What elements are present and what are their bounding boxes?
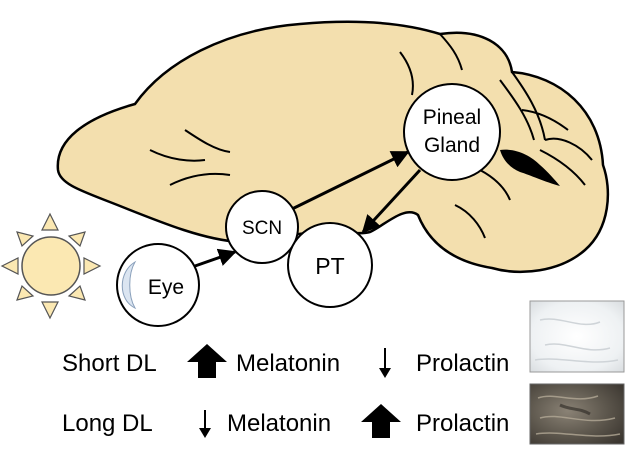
- pt-label: PT: [315, 253, 344, 279]
- short-dl-label: Short DL: [62, 350, 157, 377]
- small-down-arrow-icon: [199, 410, 211, 438]
- legend-long-dl: Long DL Melatonin Prolactin: [62, 404, 509, 438]
- arrow-pineal-to-pt: [361, 168, 422, 234]
- small-down-arrow-icon: [379, 348, 391, 378]
- sun-icon: [0, 212, 102, 320]
- ventricle: [500, 149, 560, 186]
- pineal-label-line1: Pineal: [423, 106, 481, 129]
- large-up-arrow-icon: [187, 344, 227, 378]
- long-dl-label: Long DL: [62, 410, 153, 437]
- pt-node: PT: [287, 222, 373, 308]
- short-melatonin-label: Melatonin: [236, 350, 340, 377]
- scn-node: SCN: [225, 190, 299, 264]
- eye-node: Eye: [116, 243, 200, 327]
- eye-label: Eye: [148, 276, 184, 299]
- pathway-arrows: [194, 150, 422, 268]
- eye-crescent-icon: [121, 260, 137, 310]
- dark-fur-photo: [529, 383, 625, 445]
- scn-label: SCN: [242, 218, 282, 239]
- white-fur-photo: [529, 300, 625, 373]
- pineal-label-line2: Gland: [424, 134, 480, 157]
- arrow-eye-to-scn: [194, 248, 237, 268]
- long-prolactin-label: Prolactin: [416, 410, 509, 437]
- long-melatonin-label: Melatonin: [227, 410, 331, 437]
- gyri-lines: [149, 33, 511, 239]
- large-up-arrow-icon: [361, 404, 401, 438]
- arrow-scn-to-pineal: [289, 150, 410, 212]
- short-prolactin-label: Prolactin: [416, 350, 509, 377]
- legend-short-dl: Short DL Melatonin Prolactin: [62, 344, 509, 378]
- cerebellum-folds: [499, 71, 593, 186]
- pineal-gland-node: Pineal Gland: [403, 83, 501, 181]
